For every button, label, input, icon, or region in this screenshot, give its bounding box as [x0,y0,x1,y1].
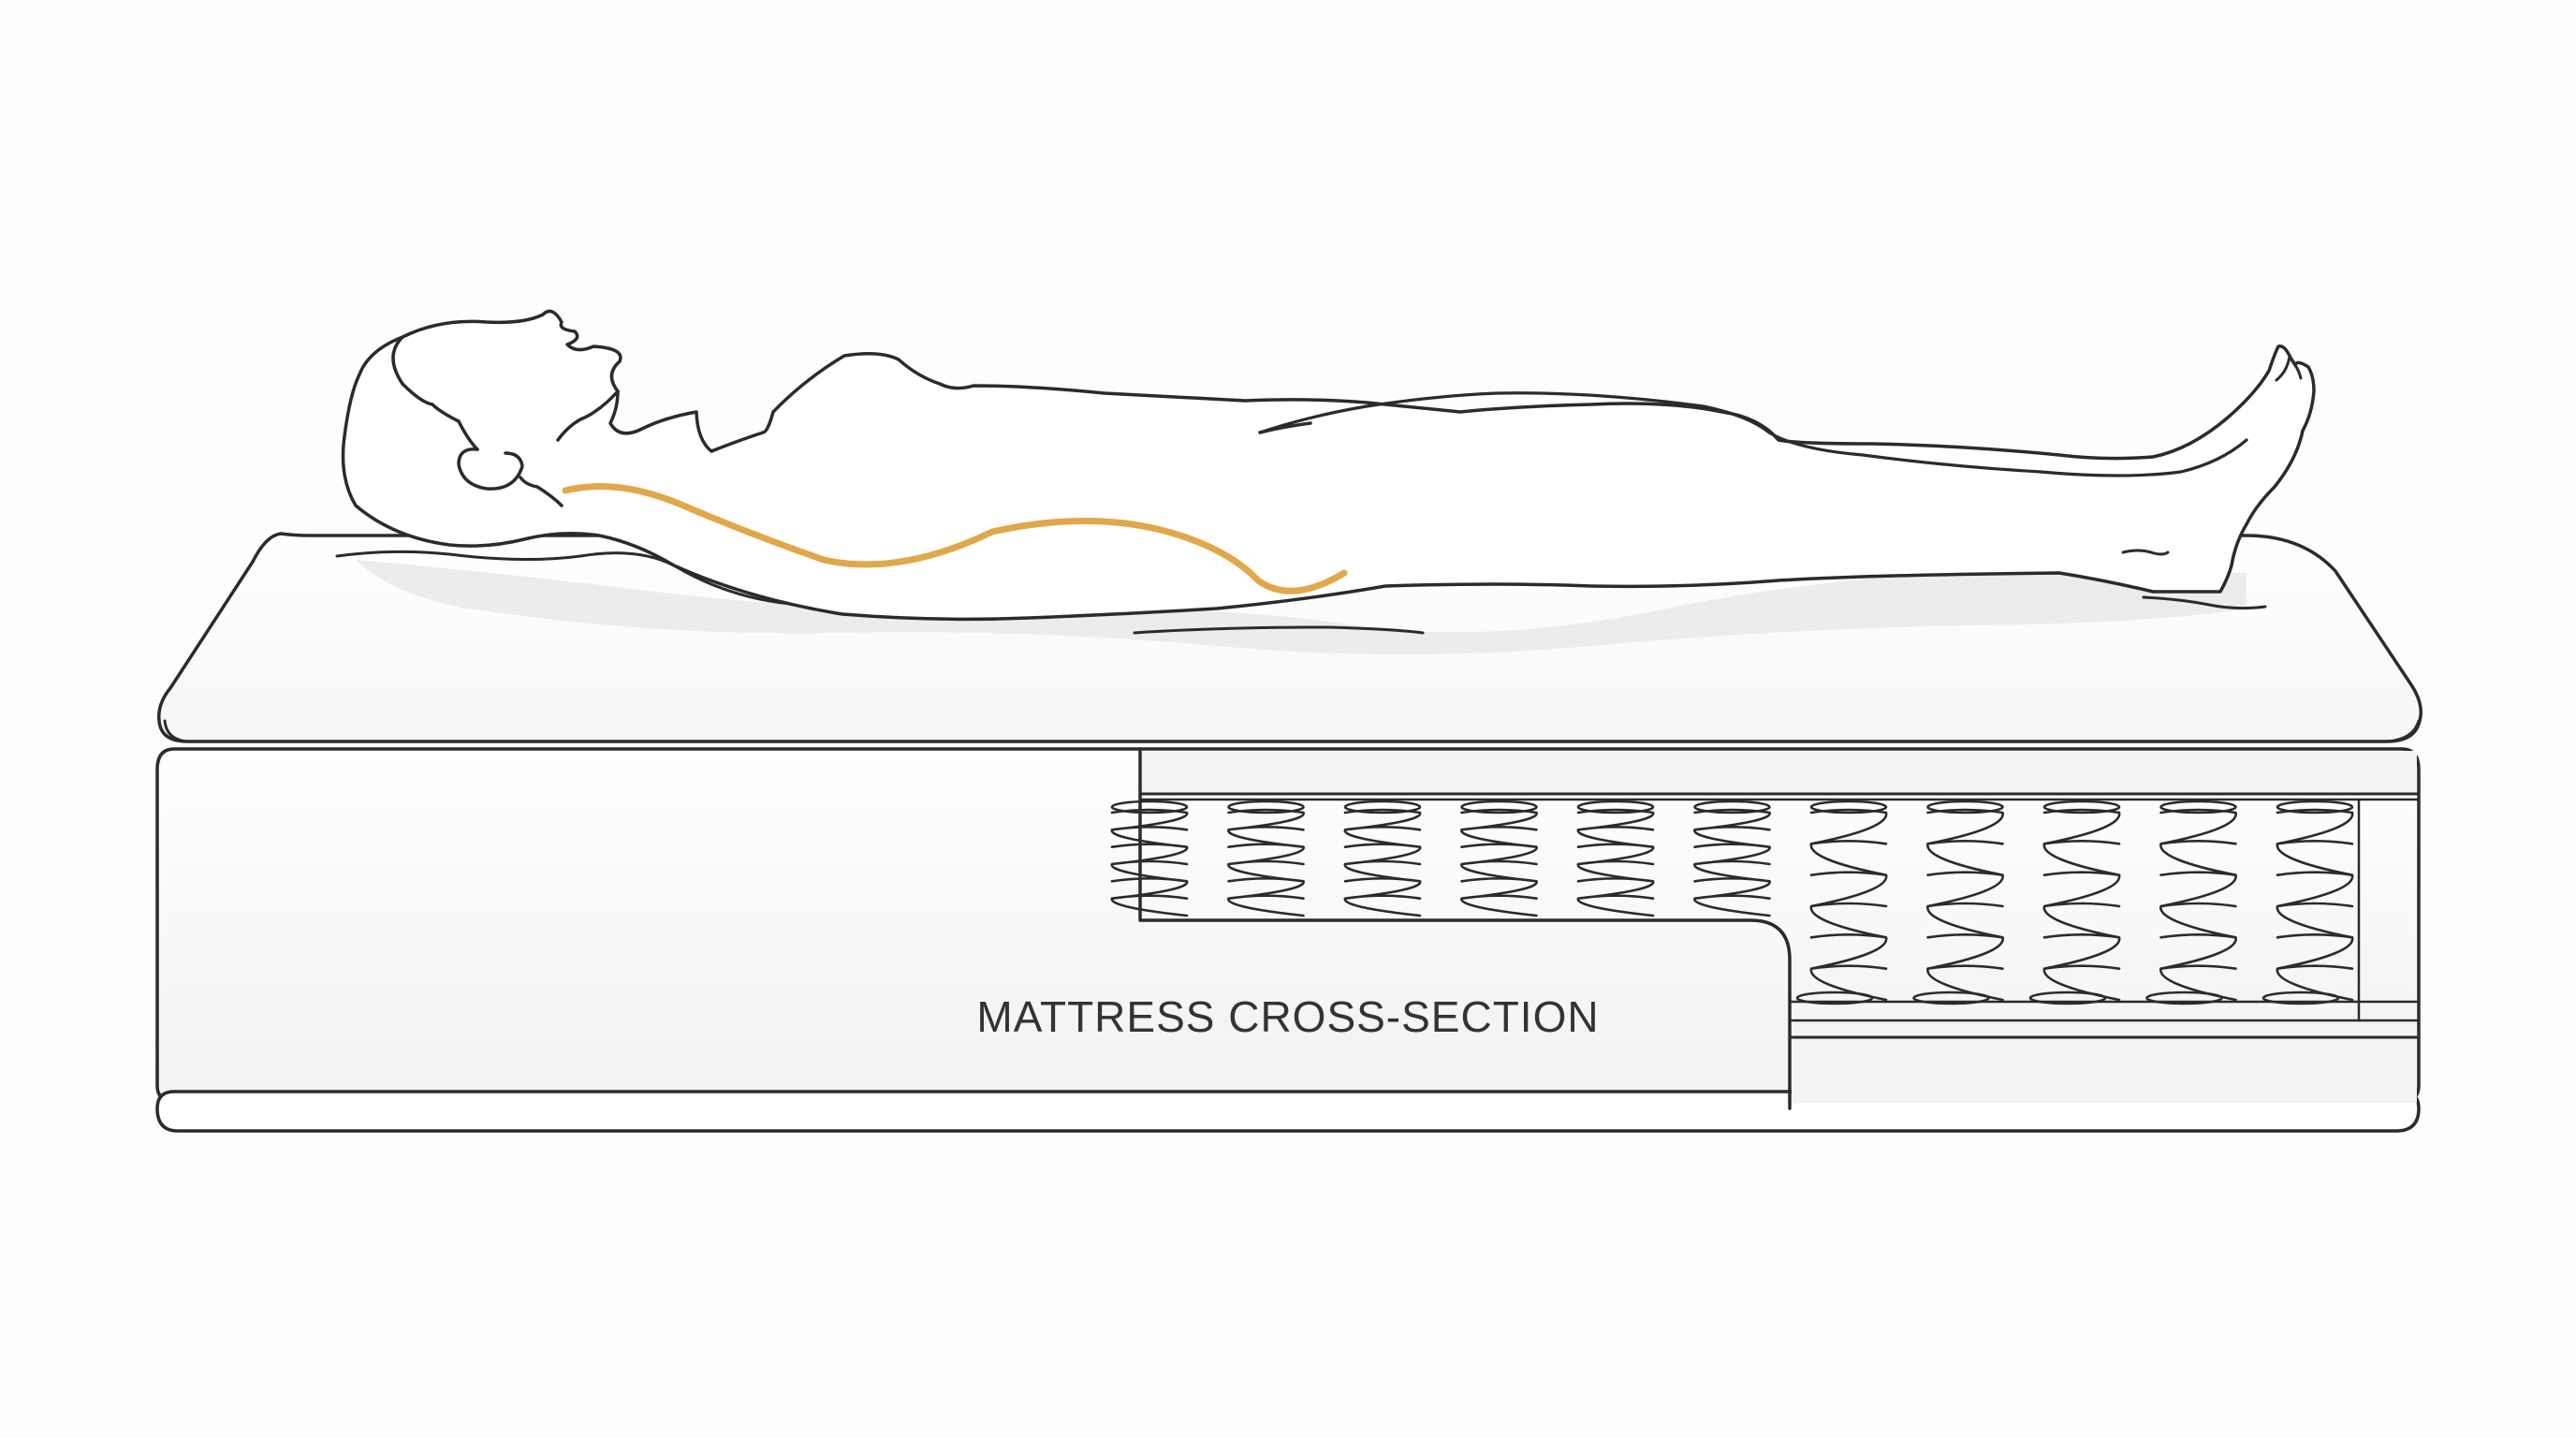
coil-spring-1-cap [1110,800,1189,814]
coil-spring-8-cap [1926,800,2004,814]
sleeper-heel [2121,549,2170,556]
coil-spring-7-cap [1809,800,1888,814]
coil-spring-2 [1227,808,1305,917]
coil-spring-6 [1693,808,1771,917]
sleeper-chin [556,389,620,442]
coil-base-cap-4 [2145,990,2223,1005]
sleeper-arm-line [1258,391,2248,477]
coil-base-cap-1 [1795,990,1874,1005]
coil-base-cap-3 [2028,990,2107,1005]
coil-spring-2-cap [1227,800,1305,814]
coil-spring-8 [1926,808,2004,1002]
sleeper-figure [341,309,2316,622]
sleeper-hip-line [1258,421,1312,434]
mattress-surface-line-3 [2142,595,2267,610]
coil-spring-9-cap [2042,800,2121,814]
base-foam-layer [1792,1037,2417,1103]
sleeper-hair [391,335,479,451]
coil-spring-1 [1110,808,1189,917]
sleeper-jaw-line [519,476,564,507]
coil-base-cap-5 [2261,990,2340,1005]
mattress-surface-line-2 [1133,625,1425,635]
coil-spring-10 [2159,808,2237,1002]
spine-alignment-curve [562,483,1348,594]
coil-spring-5-cap [1576,800,1655,814]
coil-spring-4 [1460,808,1538,917]
comfort-foam-layer [1142,751,2417,794]
mattress-surface-shadow [356,560,2247,654]
coil-spring-7 [1809,808,1888,1002]
coil-base-cap-2 [1912,990,1990,1005]
coil-spring-3 [1343,808,1422,917]
coil-spring-9 [2042,808,2121,1002]
coil-spring-11-cap [2276,800,2354,814]
cross-section-cutaway [1110,747,2421,1110]
coil-spring-6-cap [1693,800,1771,814]
coil-spring-10-cap [2159,800,2237,814]
coil-spring-3-cap [1343,800,1422,814]
pillow-top-seam [163,719,2421,743]
cross-section-caption: MATTRESS CROSS-SECTION [976,992,1599,1041]
sleeper-ear [457,448,524,491]
mattress-surface-line-1 [335,550,844,608]
pocket-coils [1110,800,2354,1005]
cutaway-frame [1138,747,1792,1110]
coil-spring-11 [2276,808,2354,1002]
coil-spring-5 [1576,808,1655,917]
coil-spring-4-cap [1460,800,1538,814]
sleeper-toes [2275,354,2303,382]
sleeper-head [341,309,2316,622]
